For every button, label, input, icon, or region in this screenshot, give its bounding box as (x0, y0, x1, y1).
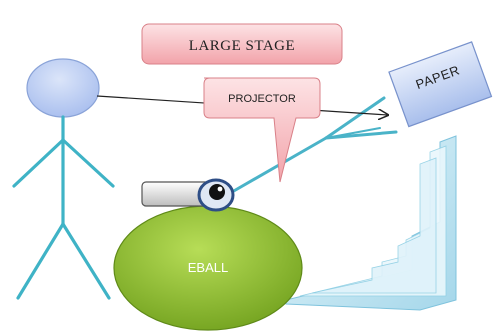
stick-figure-head (26, 58, 100, 118)
stick-figure-right-leg (61, 222, 111, 300)
stick-figure-icon (12, 58, 115, 300)
stick-figure-left-arm (12, 138, 65, 188)
stick-figure-left-leg (16, 222, 65, 300)
projector-beam (230, 96, 398, 194)
paper-box: PAPER (388, 41, 493, 128)
projector-label: PROJECTOR (228, 93, 296, 105)
eball-node: EBALL (113, 205, 303, 331)
projector-callout: PROJECTOR (203, 77, 321, 183)
stick-figure-right-arm (61, 138, 115, 188)
projector-device (141, 178, 235, 212)
eball-label: EBALL (188, 260, 228, 275)
large-stage-box: LARGE STAGE (141, 23, 343, 65)
stairs-shape (285, 135, 457, 311)
large-stage-label: LARGE STAGE (189, 38, 295, 54)
camera-lens-icon (197, 178, 235, 212)
